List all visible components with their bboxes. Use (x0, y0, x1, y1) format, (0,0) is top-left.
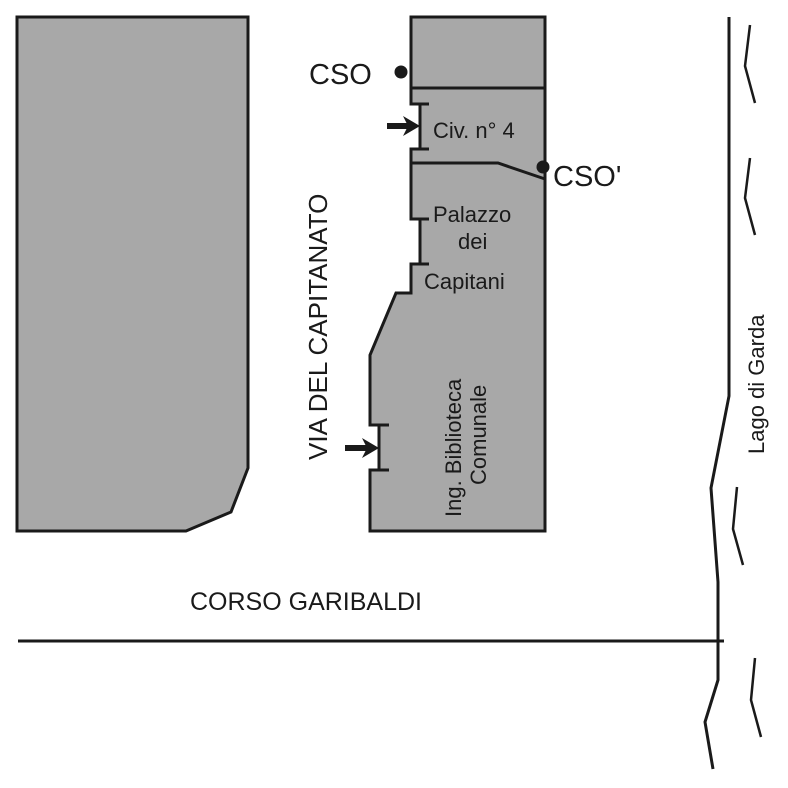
wave-mark (743, 24, 757, 104)
lake-shoreline (703, 17, 731, 770)
biblioteca-label-line1: Ing. Biblioteca (441, 378, 466, 517)
biblioteca-label-line2: Comunale (466, 385, 491, 485)
arrow-right-icon (345, 438, 379, 458)
lake-wave-marks (731, 24, 763, 738)
via-del-capitanato-label: VIA DEL CAPITANATO (303, 194, 333, 460)
cso-label: CSO (309, 59, 372, 91)
wave-mark (749, 657, 763, 738)
left-building-block (15, 15, 250, 533)
palazzo-label-line3: Capitani (424, 269, 505, 294)
divider-civ-palazzo (411, 161, 546, 181)
wave-mark (743, 157, 757, 236)
palazzo-label-line1: Palazzo (433, 202, 511, 227)
cso-prime-label: CSO' (553, 161, 621, 193)
building-complex (368, 15, 547, 533)
cso-prime-dot-marker-icon (536, 160, 550, 174)
entrance-palazzo-ticks (411, 217, 429, 266)
corso-garibaldi-label: CORSO GARIBALDI (190, 588, 422, 616)
cso-dot-marker-icon (394, 65, 408, 79)
lago-di-garda-label: Lago di Garda (744, 314, 769, 454)
wave-mark (731, 486, 745, 566)
civ-label: Civ. n° 4 (433, 118, 515, 143)
palazzo-label-line2: dei (458, 229, 487, 254)
entrance-civ-ticks (411, 102, 429, 151)
arrow-right-icon (387, 116, 420, 136)
entrance-biblioteca-ticks (370, 423, 389, 472)
